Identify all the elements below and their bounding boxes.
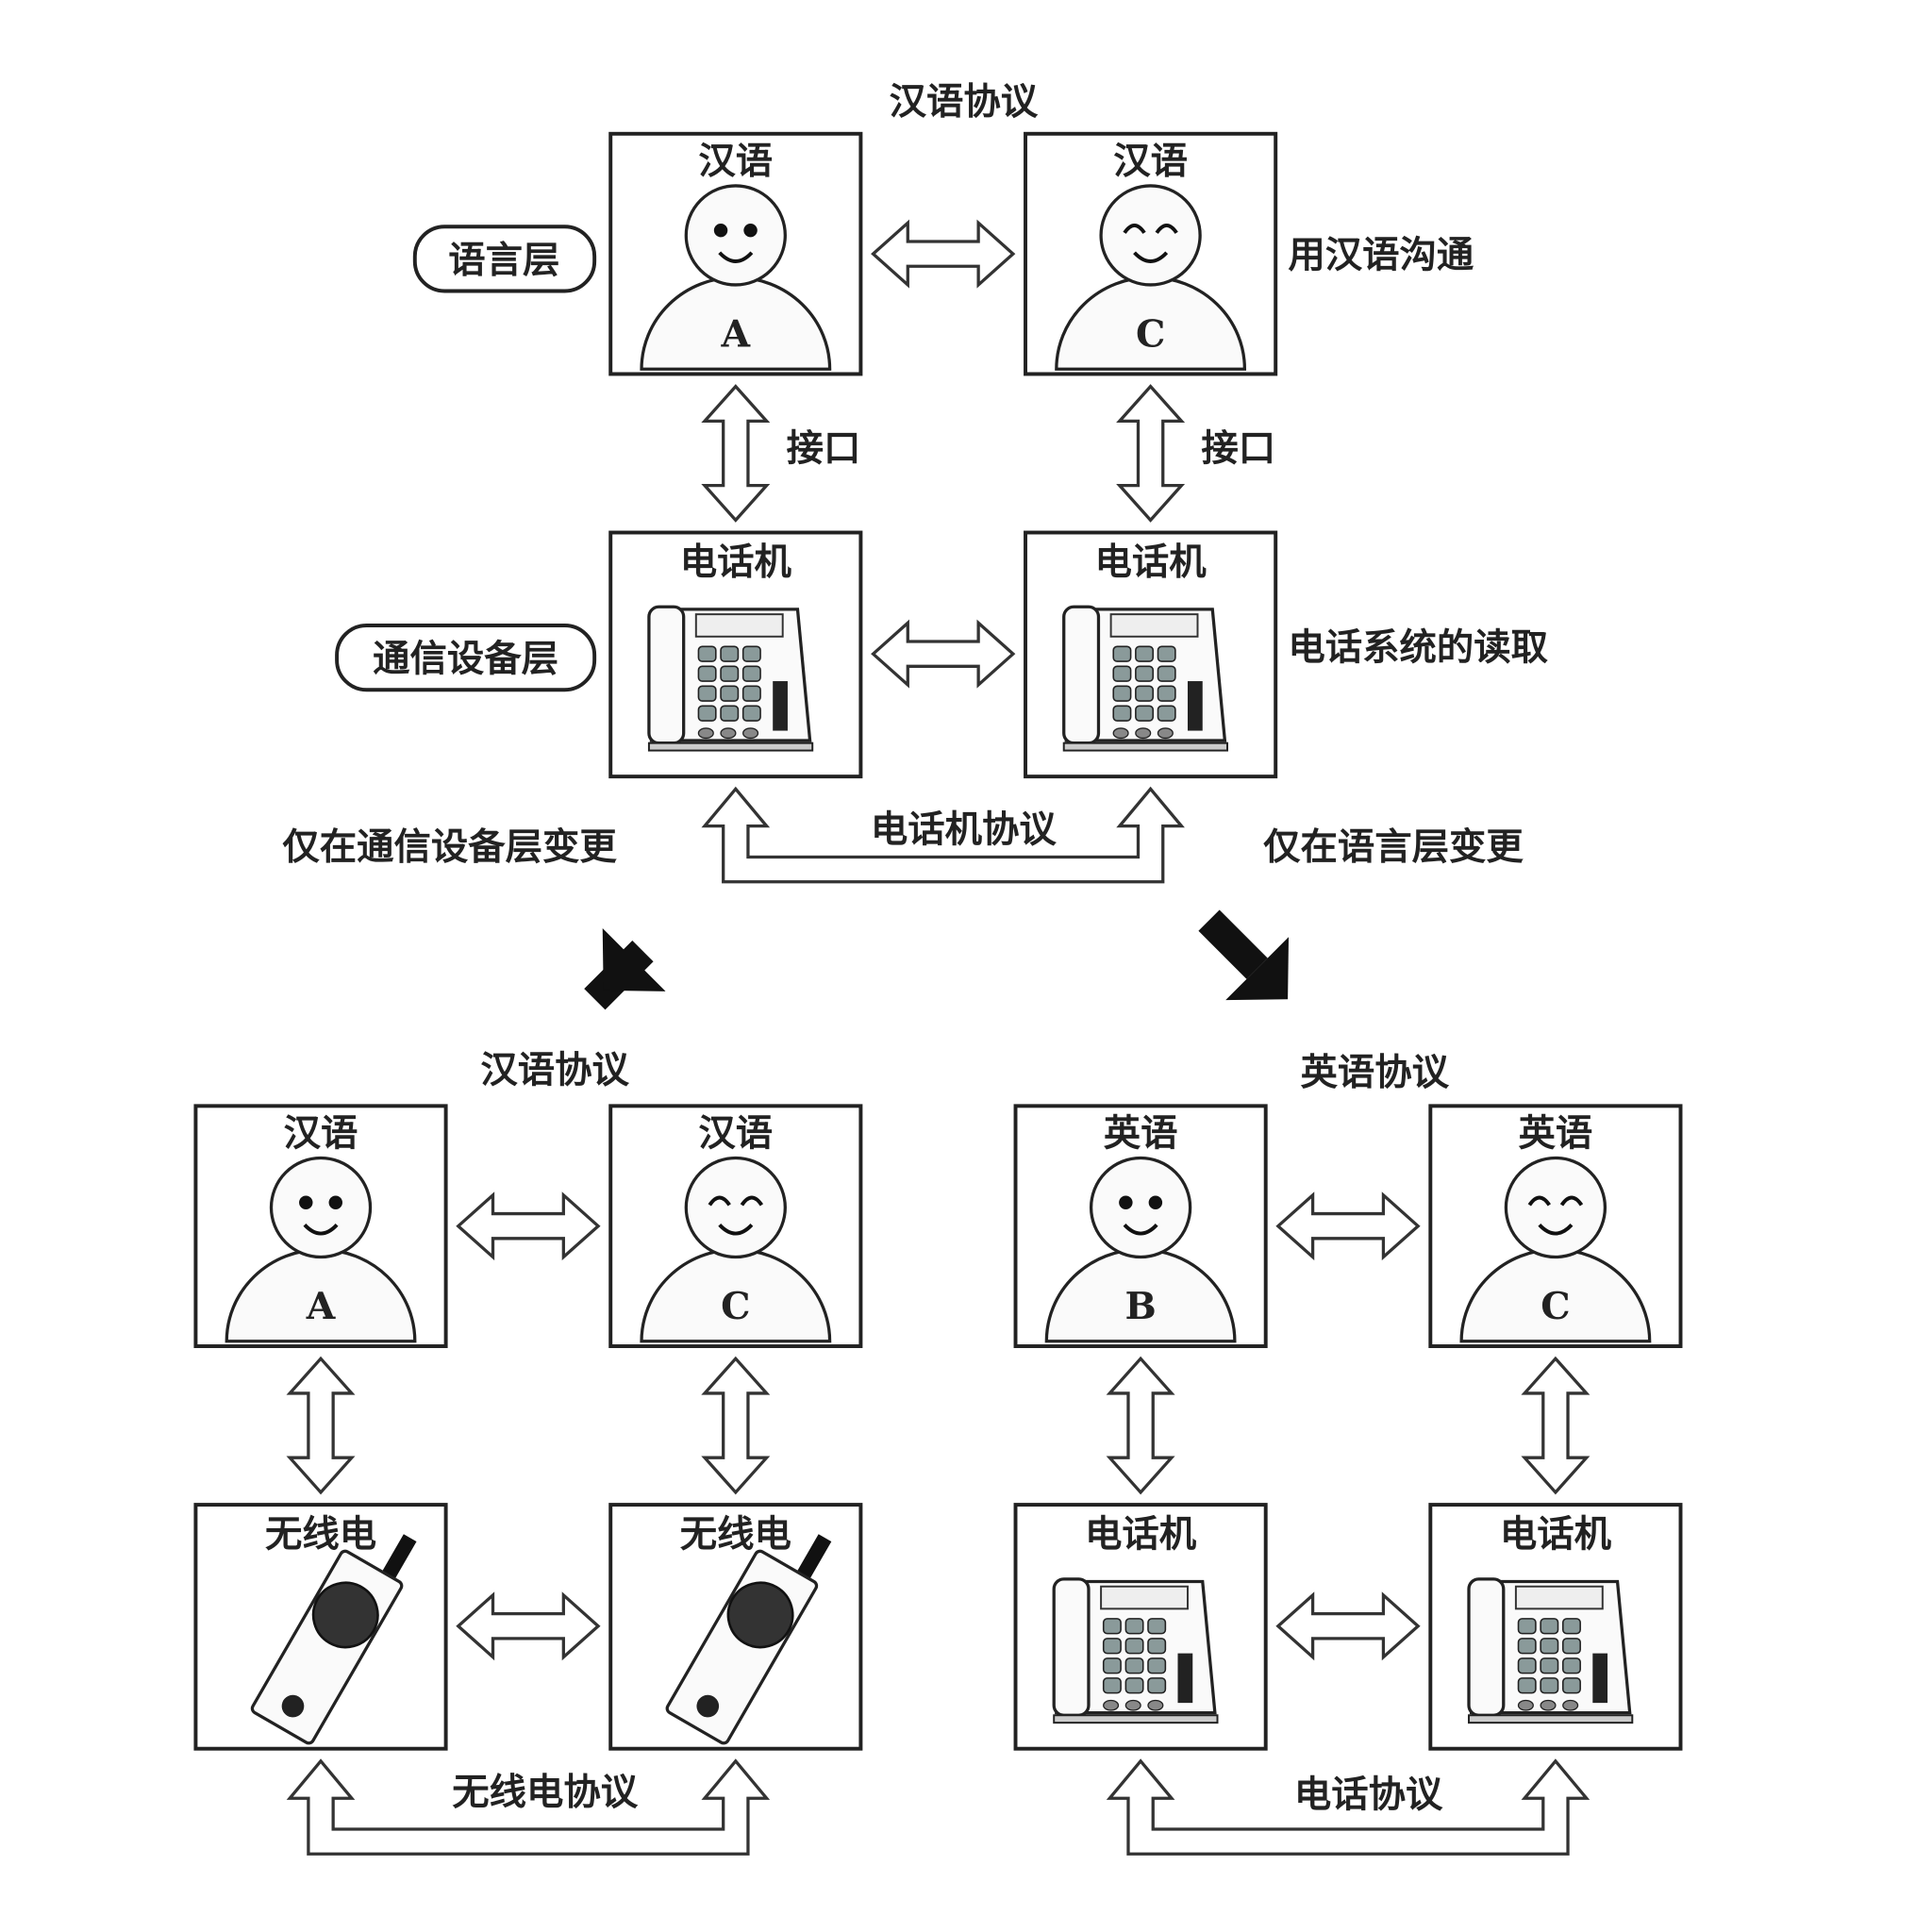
change-language-only-label: 仅在语言层变更 — [1263, 825, 1524, 869]
device-label: 电话机 — [1500, 1513, 1612, 1557]
bottom-right-protocol-title: 英语协议 — [1300, 1051, 1449, 1094]
person-letter: C — [721, 1285, 750, 1328]
person-head — [269, 1156, 373, 1259]
device-layer-label: 通信设备层 — [373, 638, 558, 681]
person-letter: A — [306, 1285, 336, 1328]
person-letter: C — [1541, 1285, 1570, 1328]
person-letter: C — [1136, 313, 1165, 357]
bottom-left-device-protocol: 无线电协议 — [452, 1771, 639, 1814]
peer-double-arrow-device — [871, 619, 1016, 689]
person-head — [1504, 1156, 1607, 1259]
person-letter: B — [1124, 1285, 1156, 1328]
language-label: 汉语 — [698, 140, 773, 183]
black-arrow-down-left-icon — [584, 928, 666, 1010]
telephone-icon — [1467, 1577, 1634, 1724]
happy-face-icon — [1123, 223, 1178, 263]
interface-label-right: 接口 — [1201, 426, 1275, 470]
interface-double-arrow — [701, 1356, 771, 1495]
person-head — [1089, 1156, 1192, 1259]
device-label: 无线电 — [680, 1513, 791, 1557]
bottom-left-protocol-title: 汉语协议 — [480, 1048, 629, 1091]
person-head — [684, 1156, 787, 1259]
black-arrow-down-right-icon — [1198, 909, 1290, 1001]
device-protocol-arrow — [286, 1758, 771, 1856]
panel-bottom-right: 英语 B 电话机 英语 C 电话机 — [1013, 1104, 1683, 1751]
device-layer-pill: 通信设备层 — [335, 624, 597, 692]
person-head — [1099, 184, 1202, 287]
happy-face-icon — [708, 1195, 764, 1236]
device-label: 电话机 — [1095, 541, 1208, 584]
panel-top: 汉语 A 电话机 汉语 C 电话机 — [608, 131, 1278, 779]
peer-double-arrow-person — [1275, 1191, 1421, 1261]
language-layer-pill: 语言层 — [412, 225, 597, 293]
peer-double-arrow-device — [456, 1591, 601, 1661]
device-label: 无线电 — [265, 1513, 376, 1557]
happy-face-icon — [1527, 1195, 1584, 1236]
language-label: 汉语 — [1113, 140, 1188, 183]
right-note-device: 电话系统的读取 — [1288, 626, 1548, 670]
language-label: 汉语 — [284, 1111, 358, 1155]
peer-double-arrow-person — [456, 1191, 601, 1261]
telephone-icon — [647, 605, 814, 752]
device-protocol-arrow — [701, 786, 1185, 884]
top-protocol-title: 汉语协议 — [890, 80, 1039, 124]
interface-double-arrow — [286, 1356, 356, 1495]
person-letter: A — [721, 313, 751, 357]
radio-icon — [665, 1534, 832, 1745]
smiling-face-icon — [713, 223, 758, 263]
panel-bottom-left: 汉语 A 无线电 汉语 C 无线电 — [193, 1104, 863, 1751]
right-note-language: 用汉语沟通 — [1288, 234, 1474, 277]
language-label: 英语 — [1104, 1111, 1178, 1155]
device-protocol-arrow — [1106, 1758, 1591, 1856]
language-label: 英语 — [1519, 1111, 1593, 1155]
person-head — [684, 184, 787, 287]
bottom-right-device-protocol: 电话协议 — [1294, 1773, 1443, 1816]
interface-double-arrow — [1521, 1356, 1591, 1495]
smiling-face-icon — [1119, 1195, 1163, 1236]
interface-double-arrow — [1106, 1356, 1175, 1495]
top-device-protocol: 电话机协议 — [871, 808, 1058, 852]
peer-double-arrow-device — [1275, 1591, 1421, 1661]
device-label: 电话机 — [680, 541, 792, 584]
device-label: 电话机 — [1085, 1513, 1197, 1557]
interface-double-arrow — [701, 384, 771, 523]
telephone-icon — [1052, 1577, 1219, 1724]
radio-icon — [250, 1534, 417, 1745]
language-label: 汉语 — [698, 1111, 773, 1155]
peer-double-arrow-person — [871, 219, 1016, 289]
interface-label-left: 接口 — [787, 426, 861, 470]
interface-double-arrow — [1116, 384, 1186, 523]
telephone-icon — [1062, 605, 1228, 752]
language-layer-label: 语言层 — [448, 239, 559, 282]
change-device-only-label: 仅在通信设备层变更 — [282, 825, 617, 869]
smiling-face-icon — [299, 1195, 342, 1236]
